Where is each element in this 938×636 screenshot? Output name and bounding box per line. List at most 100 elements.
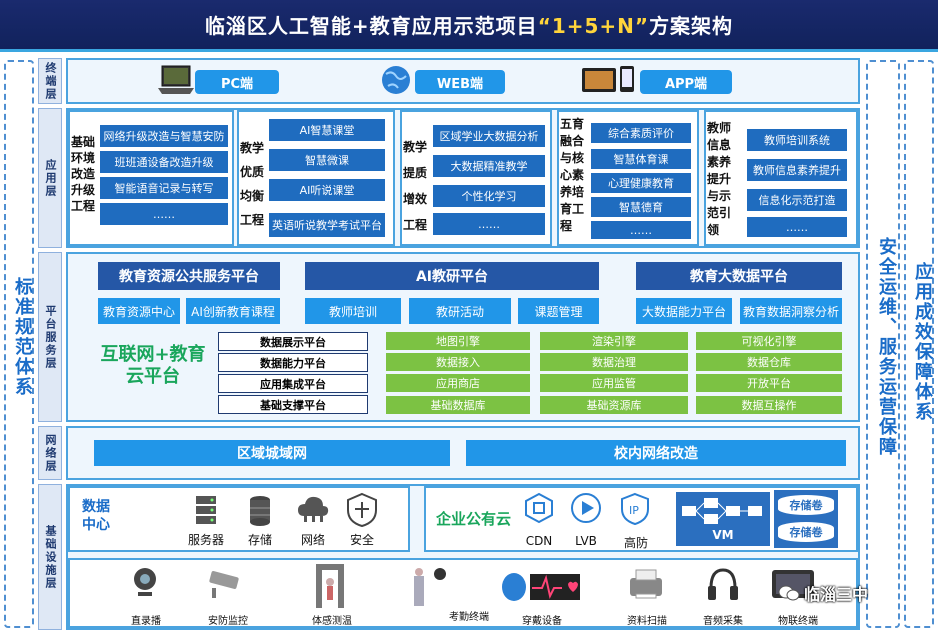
platform-green-item: 数据接入 <box>386 353 530 371</box>
platform-stack-item: 数据能力平台 <box>218 353 368 372</box>
app-item: 智慧德育 <box>590 196 692 218</box>
watermark-text: 临淄三中 <box>804 585 869 604</box>
vm-panel <box>676 492 770 546</box>
layer-infra: 基础设施层 <box>38 484 62 630</box>
app-item: 区域学业大数据分析 <box>432 124 546 148</box>
network-cloud-icon <box>296 494 330 526</box>
platform-green-item: 基础资源库 <box>540 396 688 414</box>
recording-camera-icon <box>130 566 160 600</box>
device-label: 直录播 <box>131 616 161 627</box>
platform-green-item: 可视化引擎 <box>696 332 842 350</box>
device-label: 音频采集 <box>703 616 743 627</box>
app-item: 综合素质评价 <box>590 122 692 144</box>
wearable-icon <box>498 570 582 604</box>
layer-platform: 平台服务层 <box>38 252 62 422</box>
scanner-icon <box>626 568 666 602</box>
app-group-title: 教学提质增效工程 <box>403 140 428 232</box>
app-group-title: 教学优质均衡工程 <box>240 141 265 227</box>
vm-network-icon <box>680 496 766 526</box>
platform-stack-item: 数据展示平台 <box>218 332 368 351</box>
platform-stack-item: 基础支撑平台 <box>218 395 368 414</box>
public-cloud-title: 企业公有云 <box>436 510 512 528</box>
app-item: 智慧微课 <box>268 148 386 172</box>
network-metro: 区域城域网 <box>94 440 450 466</box>
app-item: AI听说课堂 <box>268 178 386 202</box>
app-group-title: 教师信息素养提升与示范引领 <box>707 121 732 237</box>
vm-label: VM <box>712 528 734 542</box>
datacenter-item: 存储 <box>247 533 272 547</box>
platform-header: 教育资源公共服务平台 <box>98 262 280 290</box>
platform-green-item: 数据互操作 <box>696 396 842 414</box>
storage-volume: 存储卷 <box>778 495 834 515</box>
app-item: 信息化示范打造 <box>746 188 848 212</box>
datacenter-item: 网络 <box>300 533 325 547</box>
app-item: 英语听说教学考试平台 <box>268 212 386 238</box>
app-item: 心理健康教育 <box>590 172 692 194</box>
devices-icon <box>580 64 636 96</box>
device-label: 体感测温 <box>312 616 352 627</box>
app-item: 个性化学习 <box>432 184 546 208</box>
platform-green-item: 渲染引擎 <box>540 332 688 350</box>
terminal-pc: PC端 <box>195 70 279 94</box>
device-label: 考勤终端 <box>449 612 489 623</box>
platform-green-item: 应用商店 <box>386 374 530 392</box>
app-item: 大数据精准教学 <box>432 154 546 178</box>
platform-green-item: 数据治理 <box>540 353 688 371</box>
shield-icon <box>346 492 378 528</box>
platform-green-item: 应用监管 <box>540 374 688 392</box>
datacenter-item: 服务器 <box>187 533 224 547</box>
cloud-item: 高防 <box>623 536 648 550</box>
app-item: …… <box>590 220 692 240</box>
app-item: 网络升级改造与智慧安防 <box>99 124 229 148</box>
storage-volume: 存储卷 <box>778 522 834 542</box>
cloud-item: LVB <box>575 534 597 548</box>
app-item: …… <box>432 212 546 236</box>
standards-label: 标准规范体系 <box>12 277 33 397</box>
app-group-title: 基础环境改造升级工程 <box>71 135 96 213</box>
globe-icon <box>380 64 412 96</box>
platform-sub: 课题管理 <box>518 298 599 324</box>
network-campus: 校内网络改造 <box>466 440 846 466</box>
datacenter-title: 数据中心 <box>82 499 110 533</box>
attendance-terminal-icon <box>410 564 450 610</box>
platform-stack-item: 应用集成平台 <box>218 374 368 393</box>
cdn-icon <box>524 492 554 524</box>
ops-label: 安全运维、服务运营保障 <box>876 237 897 457</box>
device-label: 物联终端 <box>778 616 818 627</box>
wechat-icon <box>778 584 800 602</box>
cloud-item: CDN <box>525 534 553 548</box>
terminal-web: WEB端 <box>415 70 505 94</box>
lvb-icon <box>570 492 602 524</box>
thermal-gate-icon <box>314 562 346 610</box>
platform-sub: 教育资源中心 <box>98 298 180 324</box>
ops-column: 安全运维、服务运营保障 <box>866 60 900 628</box>
device-label: 安防监控 <box>208 616 248 627</box>
app-group-title: 五育融合与核心素养培育工程 <box>560 117 585 233</box>
platform-sub: 大数据能力平台 <box>636 298 732 324</box>
security-camera-icon <box>206 570 246 600</box>
platform-green-item: 基础数据库 <box>386 396 530 414</box>
platform-sub: AI创新教育课程 <box>186 298 280 324</box>
standards-column: 标准规范体系 <box>4 60 34 628</box>
platform-sub: 教师培训 <box>305 298 401 324</box>
device-label: 穿戴设备 <box>522 616 562 627</box>
app-item: 智能语音记录与转写 <box>99 176 229 200</box>
platform-header: 教育大数据平台 <box>636 262 842 290</box>
app-item: …… <box>99 202 229 226</box>
platform-green-item: 地图引擎 <box>386 332 530 350</box>
app-item: 教师培训系统 <box>746 128 848 152</box>
layer-application: 应用层 <box>38 108 62 248</box>
laptop-icon <box>158 64 194 96</box>
layer-terminal: 终端层 <box>38 58 62 104</box>
cloud-platform-title: 互联网+教育云平台 <box>100 344 206 387</box>
platform-green-item: 开放平台 <box>696 374 842 392</box>
app-item: AI智慧课堂 <box>268 118 386 142</box>
platform-sub: 教研活动 <box>409 298 511 324</box>
page-title: 临淄区人工智能+教育应用示范项目“1+5+N”方案架构 <box>204 14 734 38</box>
headphones-icon <box>706 566 740 602</box>
watermark: 临淄三中 <box>778 580 908 606</box>
app-item: 智慧体育课 <box>590 148 692 170</box>
device-label: 资料扫描 <box>627 616 667 627</box>
platform-green-item: 数据仓库 <box>696 353 842 371</box>
app-item: 教师信息素养提升 <box>746 158 848 182</box>
